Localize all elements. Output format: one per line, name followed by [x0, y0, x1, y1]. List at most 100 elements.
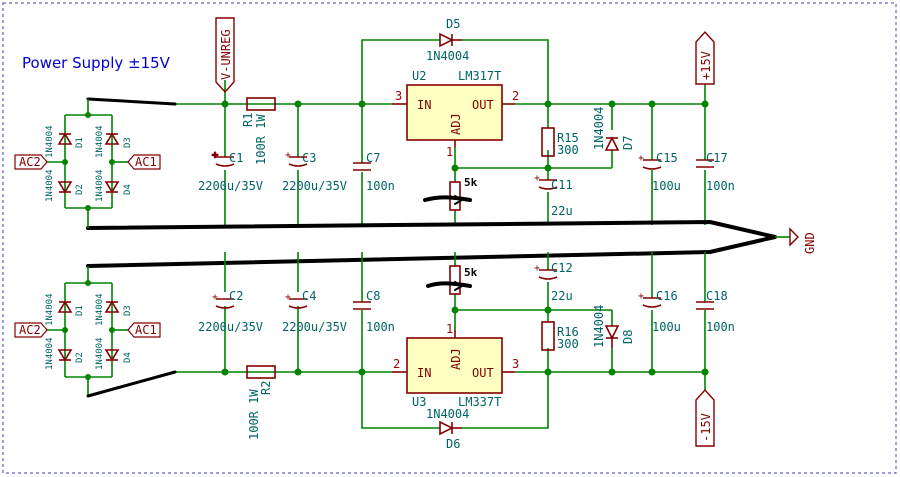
svg-text:1N4004: 1N4004 [95, 125, 105, 158]
svg-text:+: + [534, 173, 540, 184]
svg-text:1N4004: 1N4004 [592, 305, 606, 348]
svg-text:D3: D3 [123, 137, 133, 148]
d8-diode: D8 1N4004 [592, 305, 635, 348]
svg-text:R16: R16 [557, 325, 579, 339]
d5-diode: D5 1N4004 [426, 17, 469, 63]
ground-rail: GND [86, 220, 817, 268]
svg-text:+: + [285, 292, 291, 303]
svg-text:22u: 22u [551, 204, 573, 218]
svg-text:C3: C3 [302, 151, 316, 165]
svg-text:1N4004: 1N4004 [95, 293, 105, 326]
svg-text:100R 1W: 100R 1W [247, 389, 261, 440]
svg-text:100n: 100n [706, 179, 735, 193]
svg-text:1N4004: 1N4004 [592, 107, 606, 150]
svg-text:1N4004: 1N4004 [426, 407, 469, 421]
svg-text:C4: C4 [302, 289, 316, 303]
svg-text:C15: C15 [656, 151, 678, 165]
svg-text:5k: 5k [464, 176, 478, 189]
svg-text:D3: D3 [123, 305, 133, 316]
svg-text:+: + [638, 291, 644, 302]
svg-text:+: + [285, 150, 291, 161]
svg-text:ADJ: ADJ [449, 348, 463, 370]
svg-text:3: 3 [395, 89, 402, 103]
svg-text:C7: C7 [366, 151, 380, 165]
pot-upper: 5k [423, 176, 478, 211]
c12-capacitor: + C12 22u [534, 261, 573, 303]
svg-text:D8: D8 [621, 330, 635, 344]
svg-text:D1: D1 [75, 305, 85, 316]
svg-text:100n: 100n [366, 320, 395, 334]
svg-text:U2: U2 [412, 69, 426, 83]
svg-text:2: 2 [512, 89, 519, 103]
svg-text:D6: D6 [446, 437, 460, 451]
u2-regulator: U2 LM317T 3 2 1 IN OUT ADJ [392, 69, 519, 159]
svg-text:R2: R2 [259, 381, 273, 395]
c15-capacitor: + C15 100u [638, 151, 681, 193]
svg-text:1N4004: 1N4004 [45, 125, 55, 158]
svg-text:+: + [212, 292, 218, 303]
svg-text:1N4004: 1N4004 [426, 49, 469, 63]
svg-text:ADJ: ADJ [449, 113, 463, 135]
svg-text:-15V: -15V [699, 413, 713, 442]
svg-text:+: + [212, 150, 218, 161]
d6-diode: D6 1N4004 [426, 407, 469, 451]
svg-text:+: + [638, 153, 644, 164]
u3-regulator: U3 LM337T 2 3 1 IN OUT ADJ [392, 322, 519, 409]
svg-text:R15: R15 [557, 131, 579, 145]
c8-capacitor: C8 100n [353, 289, 395, 334]
svg-text:C17: C17 [706, 151, 728, 165]
svg-text:2200u/35V: 2200u/35V [198, 179, 263, 193]
svg-text:D5: D5 [446, 17, 460, 31]
svg-text:100R 1W: 100R 1W [254, 114, 268, 165]
c3-capacitor: + C3 2200u/35V [282, 150, 347, 193]
c17-capacitor: C17 100n [696, 151, 735, 193]
svg-text:AC1: AC1 [135, 323, 157, 337]
svg-text:AC2: AC2 [19, 155, 41, 169]
svg-text:LM337T: LM337T [458, 395, 501, 409]
svg-text:OUT: OUT [472, 98, 494, 112]
bridge-lower: D1 D2 D3 D4 1N4004 1N4004 1N4004 1N4004 … [14, 266, 177, 398]
svg-text:C1: C1 [229, 151, 243, 165]
svg-text:22u: 22u [551, 289, 573, 303]
v-unreg-label: V-UNREG [215, 17, 235, 94]
svg-text:OUT: OUT [472, 366, 494, 380]
svg-text:2200u/35V: 2200u/35V [198, 320, 263, 334]
svg-text:GND: GND [803, 232, 817, 254]
svg-text:C16: C16 [656, 289, 678, 303]
svg-text:+: + [534, 263, 540, 274]
svg-text:1: 1 [446, 322, 453, 336]
svg-text:AC2: AC2 [19, 323, 41, 337]
svg-text:D4: D4 [123, 184, 133, 195]
c16-capacitor: + C16 100u [638, 289, 681, 334]
c1-capacitor: + C1 2200u/35V [198, 149, 263, 193]
r16-resistor: R16 300 [541, 321, 579, 351]
svg-text:C18: C18 [706, 289, 728, 303]
c11-capacitor: + C11 22u [534, 173, 573, 218]
svg-text:C2: C2 [229, 289, 243, 303]
svg-text:C11: C11 [551, 178, 573, 192]
svg-text:R1: R1 [241, 113, 255, 127]
svg-text:D4: D4 [123, 352, 133, 363]
svg-text:AC1: AC1 [135, 155, 157, 169]
svg-text:C12: C12 [551, 261, 573, 275]
svg-text:D2: D2 [75, 184, 85, 195]
c18-capacitor: C18 100n [696, 289, 735, 334]
svg-text:D1: D1 [75, 137, 85, 148]
svg-text:U3: U3 [412, 395, 426, 409]
positive-rail-section: R1 100R 1W V-UNREG + C1 2200u/35V + C3 2… [175, 17, 735, 225]
r1-resistor [246, 97, 276, 111]
r15-resistor: R15 300 [541, 127, 579, 157]
c2-capacitor: + C2 2200u/35V [198, 289, 263, 334]
svg-text:V-UNREG: V-UNREG [219, 29, 233, 80]
svg-text:300: 300 [557, 143, 579, 157]
svg-text:2200u/35V: 2200u/35V [282, 320, 347, 334]
svg-text:C8: C8 [366, 289, 380, 303]
svg-text:IN: IN [417, 98, 431, 112]
svg-text:IN: IN [417, 366, 431, 380]
svg-text:5k: 5k [464, 266, 478, 279]
negative-rail-section: R2 100R 1W + C2 2200u/35V + C4 2200u/35V… [175, 252, 735, 451]
svg-text:LM317T: LM317T [458, 69, 501, 83]
svg-text:100n: 100n [706, 320, 735, 334]
r2-resistor: R2 100R 1W [246, 365, 276, 440]
